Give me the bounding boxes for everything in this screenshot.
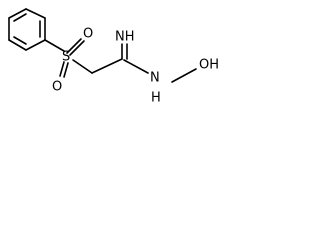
oxygen-bottom-label: O (52, 80, 62, 95)
chemical-structure: S O O NH N H OH (8, 8, 219, 106)
amine-n-label: N (150, 71, 160, 86)
imine-nh-label: NH (115, 30, 135, 45)
nitrogen-oxygen-bond (171, 68, 197, 83)
hydroxyl-label: OH (199, 58, 219, 73)
ring-bond-4 (25, 39, 46, 51)
oxygen-top-label: O (83, 27, 93, 42)
sulfur-oxygen-bottom-bond-b (63, 62, 69, 78)
sulfur-oxygen-top-bond-a (66, 38, 82, 54)
methylene-carbon-bond (91, 58, 123, 74)
sulfur-methylene-bond (72, 59, 93, 74)
carbon-amine-bond (123, 59, 149, 74)
ring-double-bond-3 (13, 36, 27, 45)
ring-sulfur-bond (44, 39, 65, 52)
benzene-ring (8, 8, 46, 51)
ring-bond-5 (8, 39, 27, 51)
sulfur-label: S (62, 50, 70, 65)
sulfur-oxygen-top-bond-b (69, 40, 85, 56)
ring-bond-2 (25, 8, 46, 19)
sulfur-oxygen-bottom-bond-a (59, 61, 65, 77)
ring-bond-1 (8, 8, 27, 19)
amine-h-label: H (151, 91, 161, 106)
ring-double-bond-1 (13, 13, 27, 22)
